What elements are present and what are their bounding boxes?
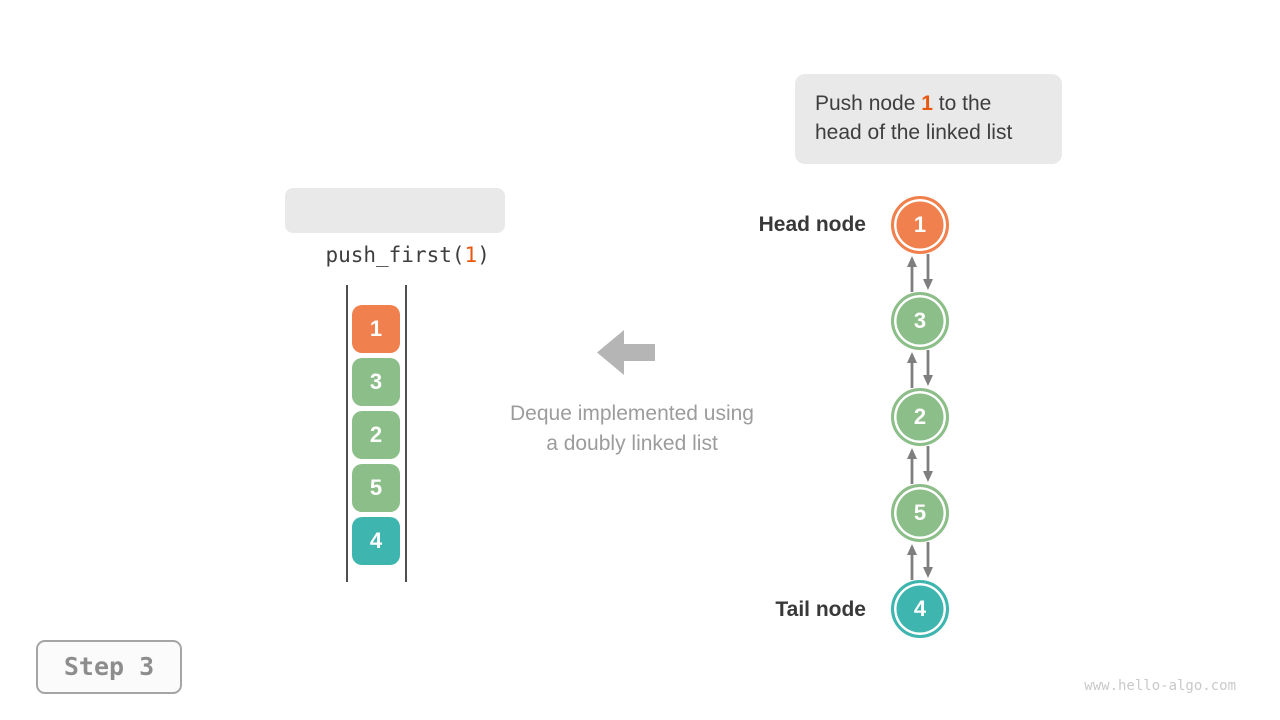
list-node-value: 2 bbox=[913, 404, 927, 429]
code-text-after: ) bbox=[477, 243, 490, 267]
stack-item: 1 bbox=[352, 305, 400, 353]
list-node-value: 5 bbox=[913, 500, 927, 525]
list-node-value: 1 bbox=[913, 212, 927, 237]
callout-text-before: Push node bbox=[815, 92, 922, 115]
left-block-arrow-icon bbox=[597, 330, 655, 375]
stack-item: 3 bbox=[352, 358, 400, 406]
list-node-value: 3 bbox=[913, 308, 927, 333]
stack-rail-left bbox=[346, 285, 348, 582]
callout-highlight-value: 1 bbox=[921, 92, 933, 115]
code-text-before: push_first( bbox=[325, 243, 465, 267]
list-node: 2 bbox=[891, 388, 949, 446]
code-argument: 1 bbox=[464, 243, 478, 267]
deque-annotation: Deque implemented using a doubly linked … bbox=[477, 399, 787, 459]
callout-box: Push node 1 to the head of the linked li… bbox=[795, 74, 1062, 164]
stack-item: 5 bbox=[352, 464, 400, 512]
stack-items: 1 3 2 5 4 bbox=[352, 305, 400, 565]
list-node-value: 4 bbox=[913, 596, 927, 621]
callout-text-after: to the head of the linked list bbox=[815, 92, 1013, 144]
stack-item: 2 bbox=[352, 411, 400, 459]
bidirectional-arrows-icon bbox=[907, 254, 933, 292]
list-node: 5 bbox=[891, 484, 949, 542]
list-node: 1 bbox=[891, 196, 949, 254]
bidirectional-arrows-icon bbox=[907, 446, 933, 484]
tail-node-label: Tail node bbox=[775, 598, 866, 621]
list-node: 3 bbox=[891, 292, 949, 350]
stack-rail-right bbox=[405, 285, 407, 582]
deque-stack: 1 3 2 5 4 bbox=[340, 285, 412, 582]
linked-list: 1 3 2 5 4 bbox=[891, 196, 949, 638]
bidirectional-arrows-icon bbox=[907, 542, 933, 580]
annotation-line-2: a doubly linked list bbox=[546, 432, 718, 455]
step-badge: Step 3 bbox=[36, 640, 182, 694]
list-node: 4 bbox=[891, 580, 949, 638]
watermark-text: www.hello-algo.com bbox=[1084, 678, 1236, 694]
head-node-label: Head node bbox=[758, 213, 866, 236]
operation-code-box: push_first(1) bbox=[285, 188, 505, 267]
stack-item: 4 bbox=[352, 517, 400, 565]
bidirectional-arrows-icon bbox=[907, 350, 933, 388]
annotation-line-1: Deque implemented using bbox=[510, 402, 754, 425]
